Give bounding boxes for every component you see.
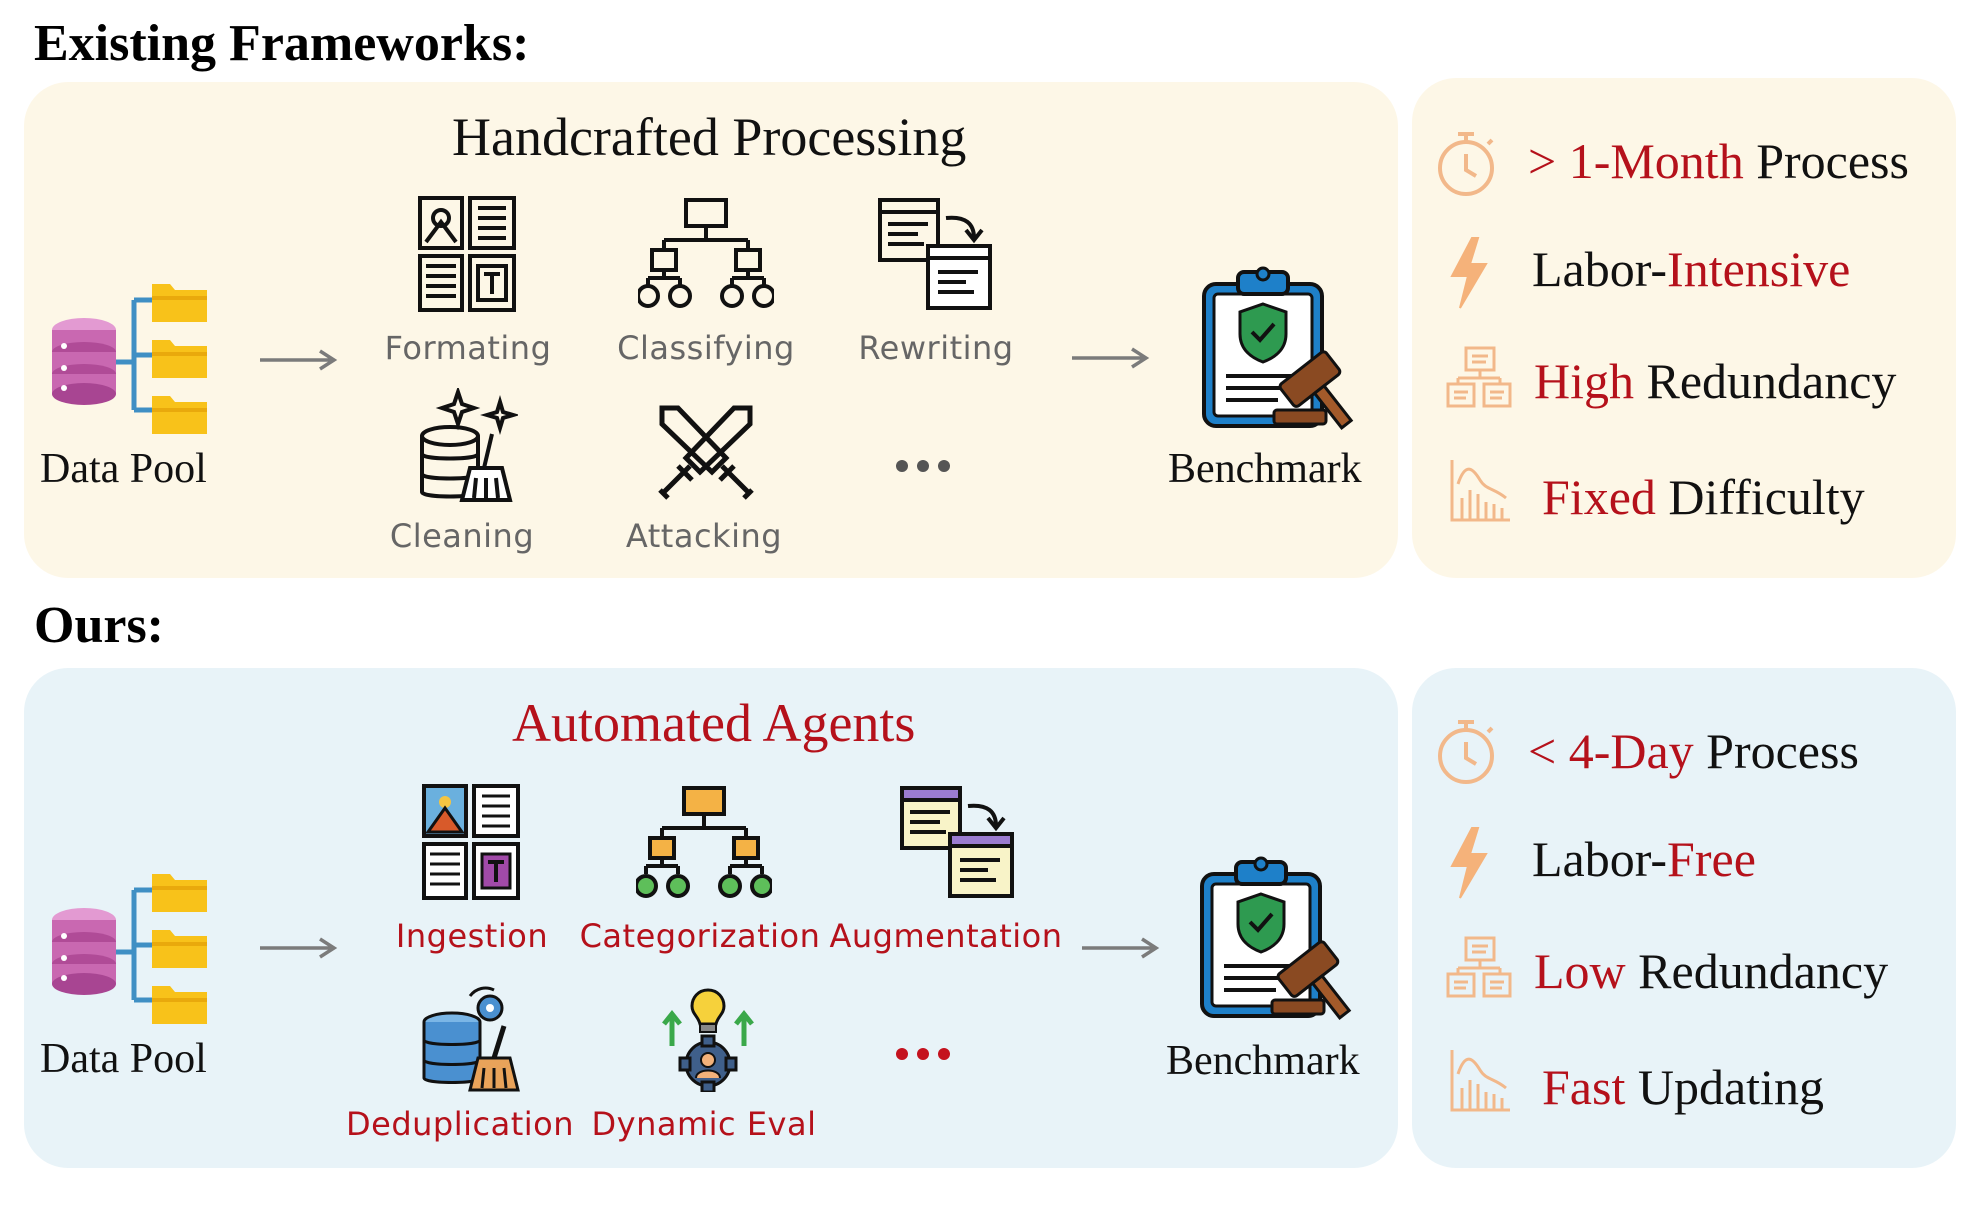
ours-panel-title: Automated Agents	[512, 693, 916, 753]
redundancy-icon	[1446, 936, 1512, 998]
existing-data-pool-label: Data Pool	[40, 446, 207, 492]
crossed-swords-icon	[658, 405, 754, 500]
stopwatch-icon	[1438, 132, 1494, 196]
step-deduplication: Deduplication	[345, 1105, 575, 1143]
existing-heading: Existing Frameworks:	[34, 15, 530, 72]
lightning-icon	[1450, 827, 1488, 899]
benchmark-clipboard-icon	[1200, 856, 1352, 1021]
data-pool-icon	[52, 874, 207, 1024]
benchmark-clipboard-icon	[1202, 266, 1354, 431]
prop-updating: Fast Updating	[1542, 1059, 1824, 1115]
step-formating: Formating	[384, 329, 552, 367]
existing-panel-title: Handcrafted Processing	[452, 107, 967, 167]
hierarchy-icon	[636, 786, 772, 898]
step-categorization: Categorization	[579, 917, 821, 955]
prop-labor: Labor-Free	[1532, 831, 1756, 887]
existing-benchmark-label: Benchmark	[1168, 446, 1362, 492]
deduplication-icon	[422, 986, 520, 1092]
updating-chart-icon	[1450, 1050, 1510, 1112]
arrow-right-icon	[260, 349, 338, 371]
ellipsis-icon	[896, 460, 950, 472]
arrow-right-icon	[260, 937, 338, 959]
existing-pipeline-panel	[24, 82, 1398, 578]
formatting-icon	[418, 196, 516, 312]
step-cleaning: Cleaning	[389, 517, 535, 555]
ours-data-pool-label: Data Pool	[40, 1036, 207, 1082]
ellipsis-icon	[896, 1048, 950, 1060]
step-dynamic-eval: Dynamic Eval	[591, 1105, 817, 1143]
step-rewriting: Rewriting	[858, 329, 1014, 367]
prop-labor: Labor-Intensive	[1532, 241, 1851, 297]
data-pool-icon	[52, 284, 207, 434]
lightning-icon	[1450, 237, 1488, 309]
redundancy-icon	[1446, 346, 1512, 408]
prop-process-time: < 4-Day Process	[1528, 723, 1859, 779]
dynamic-eval-icon	[662, 988, 754, 1092]
ours-benchmark-label: Benchmark	[1166, 1038, 1360, 1084]
hierarchy-icon	[638, 198, 774, 308]
difficulty-chart-icon	[1450, 460, 1510, 522]
arrow-right-icon	[1072, 347, 1150, 369]
ingestion-icon	[422, 784, 520, 900]
stopwatch-icon	[1438, 720, 1494, 784]
step-classifying: Classifying	[617, 329, 795, 367]
rewrite-icon	[878, 198, 992, 310]
ours-heading: Ours:	[34, 597, 164, 654]
step-augmentation: Augmentation	[829, 917, 1063, 955]
arrow-right-icon	[1082, 937, 1160, 959]
prop-difficulty: Fixed Difficulty	[1542, 469, 1865, 525]
database-broom-icon	[420, 388, 518, 502]
step-attacking: Attacking	[625, 517, 783, 555]
prop-process-time: > 1-Month Process	[1528, 133, 1909, 189]
prop-redundancy: Low Redundancy	[1534, 943, 1889, 999]
prop-redundancy: High Redundancy	[1534, 353, 1897, 409]
augmentation-icon	[900, 786, 1014, 898]
step-ingestion: Ingestion	[395, 917, 549, 955]
